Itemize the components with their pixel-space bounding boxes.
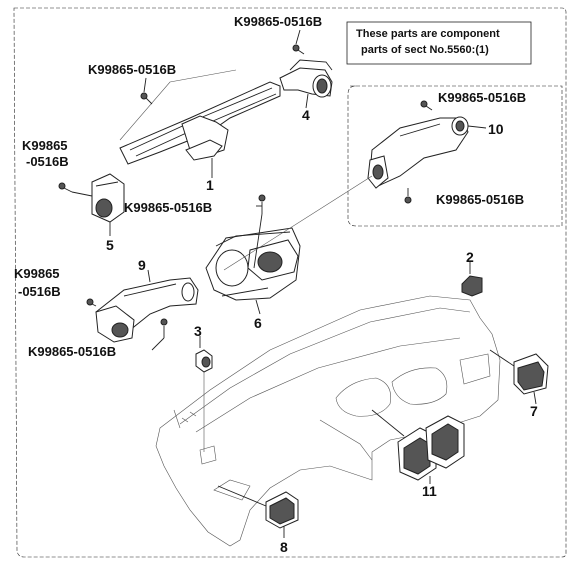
part-11-twin-vents <box>397 415 465 481</box>
bolt-icon <box>258 194 266 214</box>
part-6-vent-housing <box>205 227 301 301</box>
part-number-5: 5 <box>106 237 114 253</box>
subassembly-frame <box>347 85 563 227</box>
part-number-2: 2 <box>466 249 474 265</box>
bolt-icon <box>292 44 305 55</box>
bolt-icon <box>420 100 433 111</box>
bolt-icon <box>140 92 153 105</box>
bolt-label-top-left: K99865-0516B <box>88 62 176 77</box>
bolt-icon <box>86 298 97 307</box>
part-number-10: 10 <box>488 121 504 137</box>
bolt-label-left-a: K99865 <box>22 138 68 153</box>
bolt-label-mid-left-a: K99865 <box>14 266 60 281</box>
bolt-label-center: K99865-0516B <box>124 200 212 215</box>
part-number-8: 8 <box>280 539 288 555</box>
note-box <box>346 21 532 65</box>
part-number-9: 9 <box>138 257 146 273</box>
part-10-duct <box>367 116 469 189</box>
bolt-icon <box>404 188 412 204</box>
part-8-vent <box>265 491 299 529</box>
part-number-6: 6 <box>254 315 262 331</box>
bolt-label-top: K99865-0516B <box>234 14 322 29</box>
note-line-1: These parts are component <box>356 28 500 40</box>
bolt-label-mid-left-b: -0516B <box>18 284 61 299</box>
bolt-label-subassembly-bottom: K99865-0516B <box>436 192 524 207</box>
part-number-3: 3 <box>194 323 202 339</box>
part-1-center-duct <box>119 69 281 165</box>
bolt-label-lower-left: K99865-0516B <box>28 344 116 359</box>
part-number-11: 11 <box>422 483 437 499</box>
outer-frame <box>13 7 567 558</box>
part-5-vent <box>91 173 125 223</box>
note-line-2: parts of sect No.5560:(1) <box>361 44 489 56</box>
part-9-duct <box>95 277 199 343</box>
part-number-1: 1 <box>206 177 214 193</box>
bolt-icon <box>160 318 168 338</box>
part-3-knob <box>195 349 213 373</box>
dashboard-outline <box>155 295 501 547</box>
part-number-4: 4 <box>302 107 310 123</box>
part-7-vent <box>513 353 549 395</box>
bolt-label-subassembly-top: K99865-0516B <box>438 90 526 105</box>
part-2-knob <box>461 275 483 297</box>
bolt-icon <box>58 182 73 193</box>
bolt-label-left-b: -0516B <box>26 154 69 169</box>
part-4-duct <box>279 59 333 98</box>
part-number-7: 7 <box>530 403 538 419</box>
